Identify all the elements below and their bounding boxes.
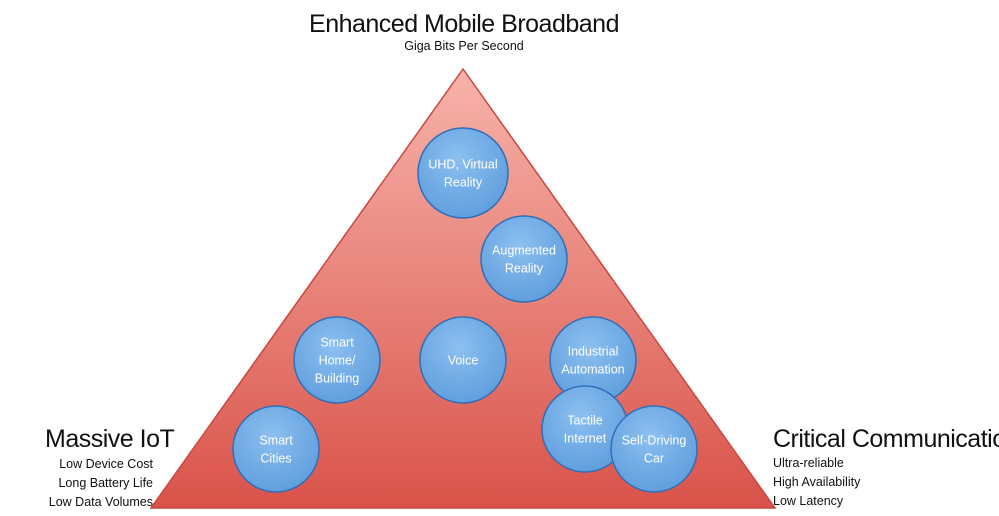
right-line-2: High Availability: [773, 475, 861, 489]
use-case-label: Voice: [448, 354, 479, 368]
right-line-3: Low Latency: [773, 494, 844, 508]
use-case-label: Reality: [444, 176, 483, 190]
enhanced-mobile-broadband-label: Enhanced Mobile Broadband Giga Bits Per …: [299, 10, 629, 54]
left-line-1: Low Device Cost: [59, 457, 153, 471]
use-case-circle: [480, 215, 568, 303]
critical-communication-label: Critical Communication Ultra-reliable Hi…: [773, 425, 999, 511]
use-case-label: Internet: [564, 432, 607, 446]
triangle-shape: [149, 67, 777, 509]
use-case-label: Smart: [320, 336, 354, 350]
use-case-label: Industrial: [568, 345, 619, 359]
use-case-label: Automation: [561, 363, 624, 377]
use-case-label: Tactile: [567, 414, 602, 428]
top-title: Enhanced Mobile Broadband: [309, 10, 619, 38]
right-title: Critical Communication: [773, 425, 999, 453]
massive-iot-label: Massive IoT Low Device Cost Long Battery…: [45, 425, 205, 509]
use-case-circle: [293, 316, 381, 404]
use-case-voice: Voice: [419, 316, 507, 404]
use-case-label: Augmented: [492, 244, 556, 258]
use-case-circle: [232, 405, 320, 493]
use-case-label: Smart: [259, 434, 293, 448]
use-case-label: Car: [644, 452, 664, 466]
use-case-label: Reality: [505, 262, 544, 276]
use-case-circle: [610, 405, 698, 493]
top-subtitle: Giga Bits Per Second: [404, 39, 524, 53]
use-case-label: UHD, Virtual: [428, 158, 497, 172]
use-case-label: Home/: [319, 354, 356, 368]
use-case-circle: [419, 316, 507, 404]
use-case-circles: UHD, VirtualRealityAugmentedRealitySmart…: [232, 127, 698, 493]
left-line-3: Low Data Volumes: [48, 495, 153, 509]
use-case-label: Self-Driving: [622, 434, 687, 448]
use-case-circle: [417, 127, 509, 219]
use-case-label: Cities: [260, 452, 291, 466]
use-case-label: Building: [315, 372, 360, 386]
left-title: Massive IoT: [45, 425, 175, 453]
left-line-2: Long Battery Life: [58, 476, 153, 490]
right-line-1: Ultra-reliable: [773, 456, 844, 470]
